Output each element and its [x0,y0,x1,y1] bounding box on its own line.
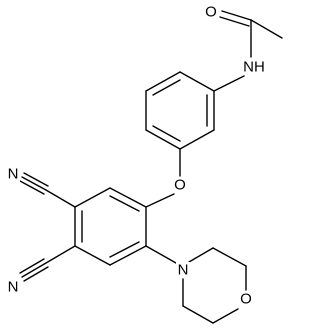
nitrile-group-bottom [19,245,76,282]
ether-linkage [145,148,181,208]
phenyl-inner-bond-1 [152,79,181,96]
morpholine-bond-1 [188,247,214,263]
ether-oxygen-label: O [174,177,186,194]
acetyl-oxygen-label: O [205,4,217,21]
phenyl-ring [145,71,215,150]
triple-bond-top-a [21,176,47,191]
morpholine-bond-4 [212,308,239,324]
amide-nitrogen-label: NH [243,59,265,76]
morpholine-nitrogen-label: N [178,262,189,279]
benzene-bond-4 [74,245,111,266]
bond-ring-morpholine-n [145,245,177,264]
morpholine-oxygen-label: O [240,291,252,308]
triple-bond-top-b [23,172,49,187]
structure-canvas: O NH O N N N O [6,4,283,324]
benzene-inner-bond-3 [109,241,140,258]
morpholine-ring [145,245,247,324]
bond-carbonyl-double-a [221,10,252,21]
bond-ether-aryl [145,193,175,208]
benzene-bond-5 [109,245,147,266]
triple-bond-top-c [19,180,45,195]
bond-methyl [250,19,283,39]
bond-ring-nitrile-carbon-top [45,189,76,208]
chemical-structure-diagram: O NH O N N N O [6,4,283,324]
phenyl-inner-bond-2 [152,125,181,142]
morpholine-bond-2 [212,247,247,267]
phenyl-bond-5 [179,129,215,150]
triple-bond-bottom-b [19,258,45,274]
benzene-bond-2 [74,187,111,208]
atom-labels: O NH O N N N O [6,4,266,308]
nitrile-group-top [19,172,76,208]
central-benzene-ring [74,187,147,266]
phenyl-bond-2 [145,71,181,92]
bond-nitrogen-aryl [213,75,245,92]
nitrile-nitrogen-bottom-label: N [8,279,19,296]
phenyl-bond-4 [145,129,181,150]
triple-bond-bottom-a [21,262,47,278]
phenyl-bond-1 [179,71,215,92]
bond-ring-nitrile-carbon-bottom [45,245,76,264]
benzene-inner-bond-1 [109,195,140,212]
bond-carbonyl-double-b [219,16,250,27]
benzene-bond-1 [109,187,147,208]
triple-bond-bottom-c [23,266,49,282]
nitrile-nitrogen-top-label: N [8,166,19,183]
morpholine-bond-5 [182,305,214,324]
acetamide-group [213,10,283,92]
